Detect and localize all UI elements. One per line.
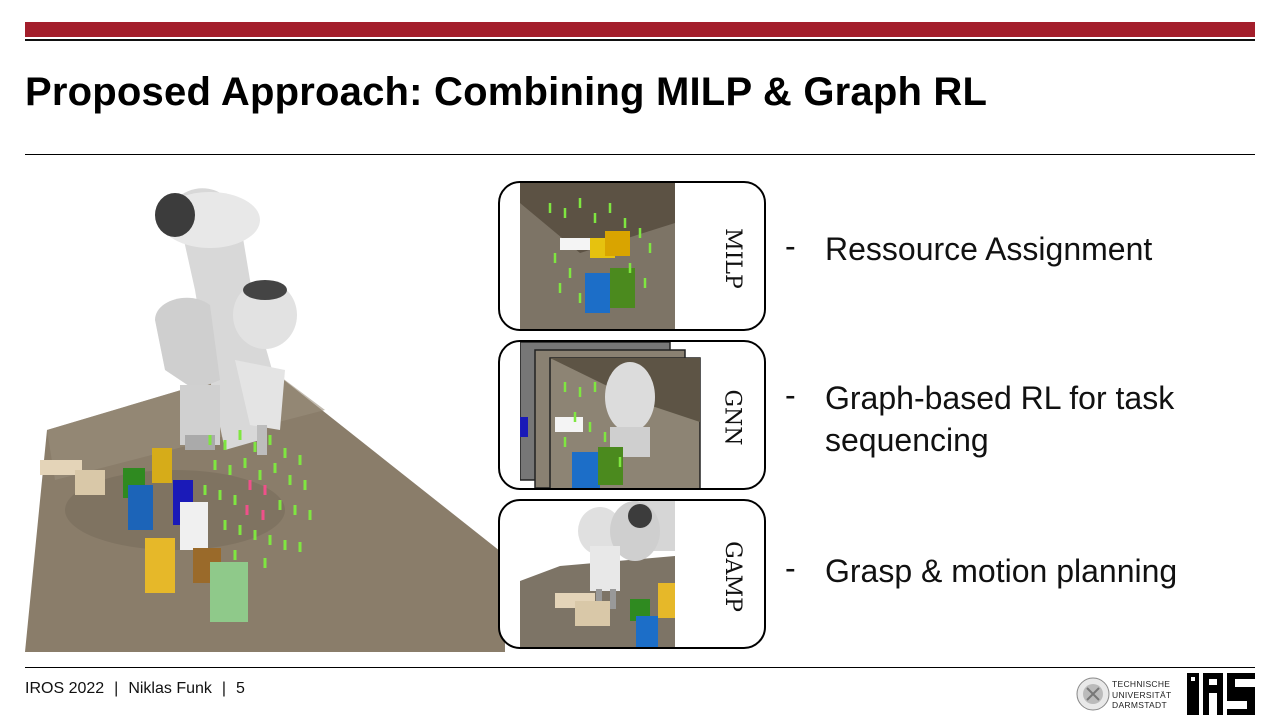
- footer-rule: [25, 667, 1255, 668]
- gnn-label: GNN: [719, 388, 745, 446]
- gamp-scene-image: [520, 501, 675, 647]
- bullet-grasp-motion: - Grasp & motion planning: [785, 550, 1178, 589]
- footer: IROS 2022 | Niklas Funk | 5: [25, 680, 245, 698]
- tu-darmstadt-wordmark: TECHNISCHE UNIVERSITÄT DARMSTADT: [1112, 679, 1172, 710]
- slide-title: Proposed Approach: Combining MILP & Grap…: [25, 70, 988, 114]
- header-divider: [25, 39, 1255, 41]
- milp-scene-image: [520, 183, 675, 329]
- footer-author: Niklas Funk: [128, 680, 212, 697]
- footer-separator: |: [114, 680, 119, 697]
- footer-separator: |: [221, 680, 227, 697]
- bullet-graph-rl: - Graph-based RL for task sequencing: [785, 377, 1175, 458]
- gamp-panel: GAMP: [498, 499, 766, 649]
- milp-panel: MILP: [498, 181, 766, 331]
- milp-label: MILP: [719, 227, 745, 289]
- robot-scene-image: [25, 180, 505, 652]
- title-rule: [25, 154, 1255, 155]
- ias-logo: [1187, 673, 1255, 715]
- gamp-label: GAMP: [719, 540, 745, 612]
- footer-page-number: 5: [236, 680, 245, 697]
- gnn-scene-image: [519, 342, 701, 488]
- bullet-resource-assignment: - Ressource Assignment: [785, 228, 1153, 267]
- header-accent-bar: [25, 22, 1255, 37]
- gnn-panel: GNN: [498, 340, 766, 490]
- tu-darmstadt-logo: [1076, 677, 1110, 711]
- footer-event: IROS 2022: [25, 680, 105, 697]
